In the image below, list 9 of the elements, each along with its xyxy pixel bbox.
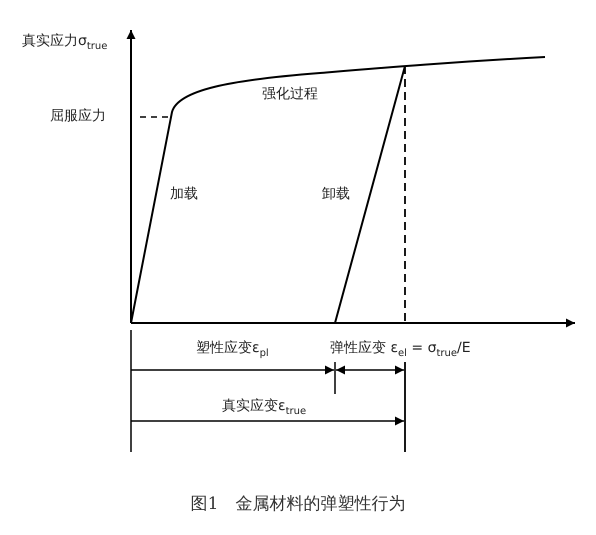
yield-stress-label: 屈服应力 [50, 108, 106, 125]
unloading-label: 卸载 [322, 186, 350, 203]
axis-label: 真实应力σ$_{true}$ [22, 33, 108, 53]
plastic-strain-label: 塑性应变ε$_{pl}$ [196, 340, 269, 360]
figure-caption: 图1 金属材料的弹塑性行为 [190, 493, 406, 515]
hardening-label: 强化过程 [262, 86, 318, 103]
true-strain-label: 真实应变ε$_{true}$ [222, 398, 306, 418]
elastic-strain-label: 弹性应变 ε$_{el}$ = σ$_{true}$/E [330, 340, 471, 360]
loading-label: 加载 [170, 186, 198, 203]
